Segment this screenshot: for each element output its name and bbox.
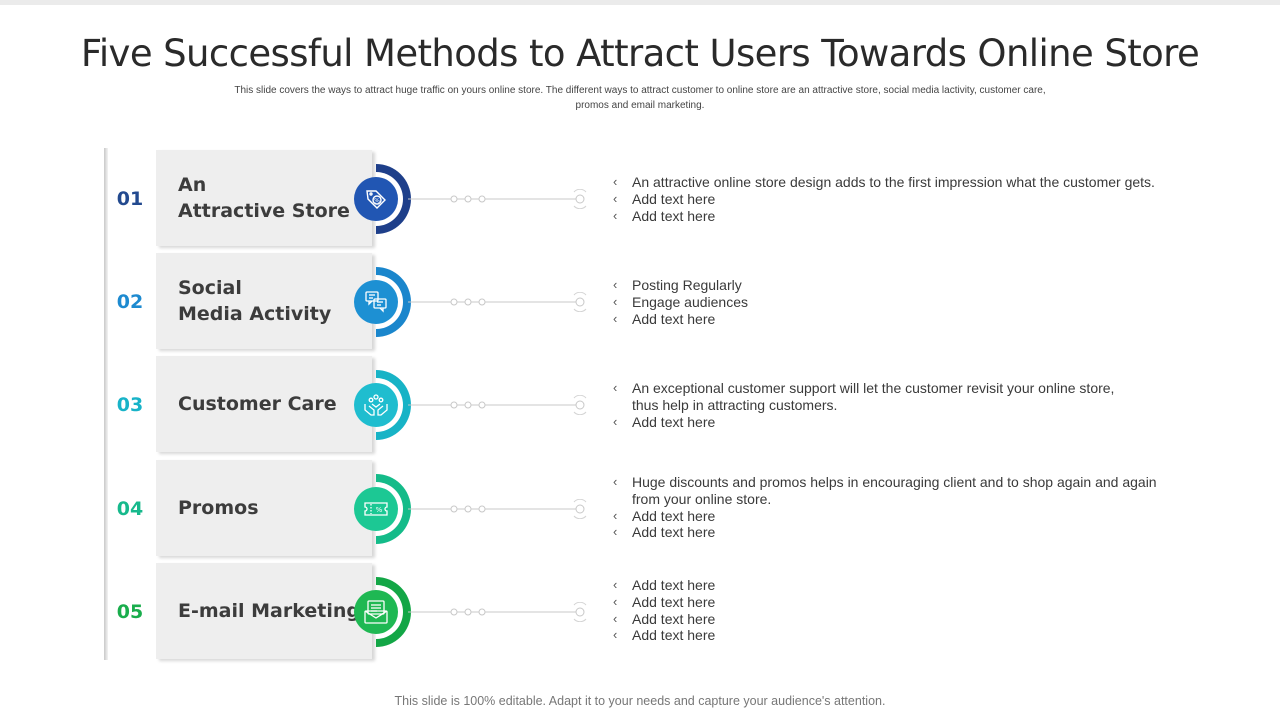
bullet-list: An attractive online store design adds t… <box>612 174 1172 224</box>
social-media-icon <box>354 280 398 324</box>
step-number: 01 <box>116 188 144 210</box>
slide-subtitle: This slide covers the ways to attract hu… <box>234 85 1046 111</box>
connector-line <box>408 292 587 312</box>
method-label: An Attractive Store <box>178 172 378 224</box>
email-newsletter-icon <box>354 590 398 634</box>
bullet-item: Add text here <box>612 191 1172 208</box>
method-row-4: 04 Promos % Huge discounts and promos he… <box>0 460 1280 558</box>
bullet-item: Add text here <box>612 208 1172 225</box>
bullet-item: An exceptional customer support will let… <box>612 380 1132 414</box>
connector-line <box>408 602 587 622</box>
bullet-item: Posting Regularly <box>612 277 1172 294</box>
care-hands-icon <box>354 383 398 427</box>
bullet-list: Add text here Add text here Add text her… <box>612 577 1172 644</box>
method-label: E-mail Marketing <box>178 598 378 624</box>
method-label: Customer Care <box>178 391 378 417</box>
method-card[interactable]: E-mail Marketing <box>156 563 372 659</box>
bullet-list: An exceptional customer support will let… <box>612 380 1132 430</box>
bullet-item: Add text here <box>612 611 1172 628</box>
method-card[interactable]: Promos <box>156 460 372 556</box>
connector-line <box>408 189 587 209</box>
step-number: 05 <box>116 601 144 623</box>
method-label-line: An <box>178 174 207 196</box>
bullet-item: Huge discounts and promos helps in encou… <box>612 474 1172 508</box>
bullet-item: An attractive online store design adds t… <box>612 174 1172 191</box>
bullet-item: Add text here <box>612 508 1172 525</box>
method-label-line: Media Activity <box>178 303 332 325</box>
bullet-list: Huge discounts and promos helps in encou… <box>612 474 1172 541</box>
connector-line <box>408 395 587 415</box>
step-number: 04 <box>116 498 144 520</box>
method-label: Social Media Activity <box>178 275 378 327</box>
method-label-line: Social <box>178 277 242 299</box>
method-card[interactable]: Social Media Activity <box>156 253 372 349</box>
svg-text:%: % <box>374 198 380 205</box>
svg-text:%: % <box>376 506 383 514</box>
connector-line <box>408 499 587 519</box>
method-label-line: E-mail Marketing <box>178 600 360 622</box>
bullet-item: Add text here <box>612 414 1132 431</box>
bullet-item: Add text here <box>612 524 1172 541</box>
method-label: Promos <box>178 495 378 521</box>
top-border <box>0 0 1280 5</box>
method-label-line: Promos <box>178 497 259 519</box>
method-label-line: Customer Care <box>178 393 337 415</box>
vertical-shadow-bar <box>104 148 108 660</box>
bullet-item: Add text here <box>612 627 1172 644</box>
method-label-line: Attractive Store <box>178 200 350 222</box>
bullet-item: Add text here <box>612 577 1172 594</box>
method-card[interactable]: An Attractive Store <box>156 150 372 246</box>
method-row-1: 01 An Attractive Store % An attractive o… <box>0 150 1280 248</box>
slide-title: Five Successful Methods to Attract Users… <box>80 32 1200 75</box>
price-tag-icon: % <box>354 177 398 221</box>
bullet-item: Engage audiences <box>612 294 1172 311</box>
discount-ticket-icon: % <box>354 487 398 531</box>
method-card[interactable]: Customer Care <box>156 356 372 452</box>
step-number: 02 <box>116 291 144 313</box>
method-row-2: 02 Social Media Activity Posting Regular… <box>0 253 1280 351</box>
step-number: 03 <box>116 394 144 416</box>
bullet-list: Posting Regularly Engage audiences Add t… <box>612 277 1172 327</box>
slide-footer: This slide is 100% editable. Adapt it to… <box>394 694 886 708</box>
method-row-3: 03 Customer Care An exceptional customer… <box>0 356 1280 454</box>
method-row-5: 05 E-mail Marketing Add text here Add te… <box>0 563 1280 661</box>
bullet-item: Add text here <box>612 594 1172 611</box>
bullet-item: Add text here <box>612 311 1172 328</box>
